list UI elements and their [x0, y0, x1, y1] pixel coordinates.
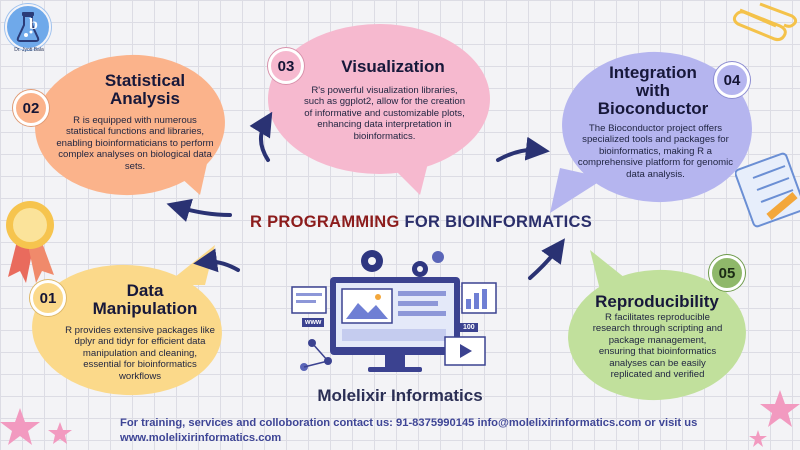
card-title-line: with — [636, 81, 670, 100]
number-badge-05: 05 — [709, 255, 745, 291]
logo-letter: b — [29, 16, 38, 33]
arrow-01-to-02 — [193, 248, 240, 273]
card-body: R facilitates reproducible research thro… — [592, 312, 723, 381]
card-title-line: Manipulation — [92, 299, 198, 318]
number-badge-01: 01 — [30, 280, 66, 316]
www-badge: www — [302, 318, 325, 327]
arrow-02-to-03 — [166, 198, 232, 222]
paperclip-icon — [732, 2, 798, 42]
logo: b — [5, 4, 51, 50]
card-title-line: Integration — [609, 63, 697, 82]
bubble-tail — [590, 250, 640, 290]
number-badge-03: 03 — [268, 48, 304, 84]
main-title-rest: FOR BIOINFORMATICS — [404, 213, 593, 231]
card-title: Visualization — [341, 57, 445, 76]
count-badge: 100 — [460, 323, 478, 332]
bubble-tail — [550, 168, 605, 213]
number-badge-02: 02 — [13, 90, 49, 126]
card-title-line: Bioconductor — [597, 99, 709, 118]
bubble-tail — [150, 150, 210, 195]
card-title-line: Statistical — [104, 71, 186, 90]
card-body: R provides extensive packages like dplyr… — [65, 325, 215, 382]
number-badge-04: 04 — [714, 62, 750, 98]
logo-caption: Dr. Jyoti Bala — [14, 47, 44, 53]
arrow-03-to-04 — [249, 111, 273, 162]
card-body: The Bioconductor project offers speciali… — [577, 123, 734, 180]
brand-name: Molelixir Informatics — [317, 386, 483, 405]
arrow-04-to-05 — [496, 136, 550, 162]
computer-illustration-icon — [291, 250, 497, 372]
card-body: R is equipped with numerous statistical … — [56, 115, 214, 172]
star-decoration-right-icon — [749, 390, 800, 447]
notebook-icon — [735, 152, 800, 228]
card-title-line: Analysis — [110, 89, 180, 108]
card-body: R's powerful visualization libraries, su… — [303, 85, 466, 142]
bubble-visualization — [268, 24, 490, 174]
card-title: Reproducibility — [595, 292, 719, 311]
award-ribbon-icon — [6, 201, 54, 283]
main-title-accent: R PROGRAMMING — [250, 213, 400, 231]
main-title: R PROGRAMMING FOR BIOINFORMATICS — [250, 213, 640, 232]
bubble-tail — [380, 155, 430, 195]
arrow-05-to-center — [528, 238, 565, 280]
logo-flask-icon — [16, 12, 40, 42]
card-title-line: Data — [126, 281, 164, 300]
footer-contact: For training, services and colloboration… — [120, 417, 698, 444]
star-decoration-icon — [0, 408, 72, 445]
